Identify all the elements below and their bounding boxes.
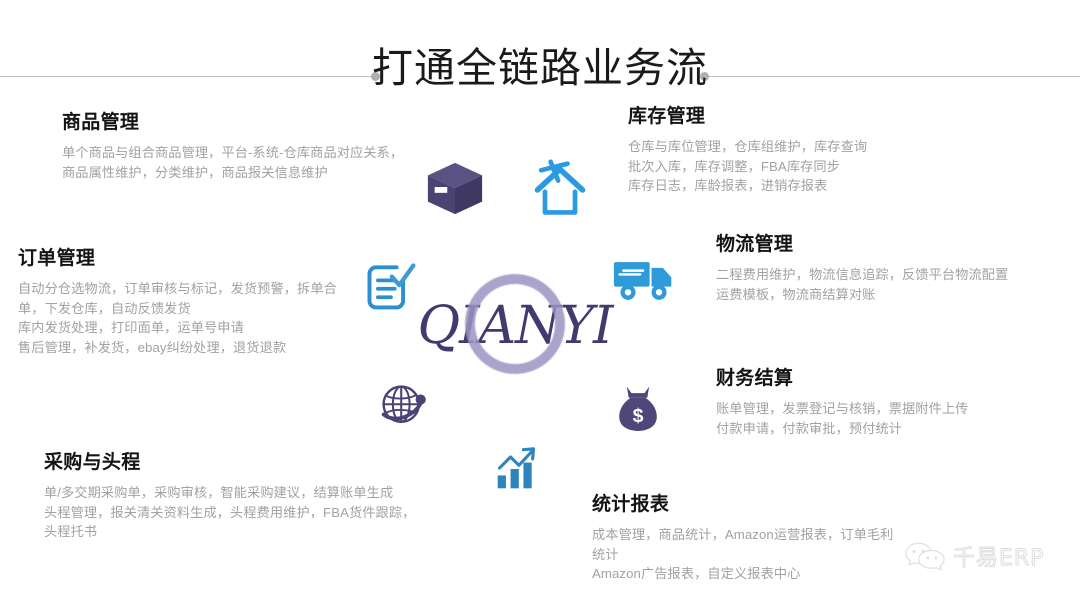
section-logistics-management: 物流管理 二程费用维护，物流信息追踪，反馈平台物流配置 运费模板，物流商结算对账	[716, 234, 1046, 304]
title-dot-right	[700, 72, 709, 81]
box-icon	[424, 157, 486, 224]
globe-icon	[378, 381, 430, 438]
page-title-bar: 打通全链路业务流	[0, 22, 1080, 92]
wechat-icon	[905, 540, 945, 577]
section-order-management: 订单管理 自动分仓选物流，订单审核与标记，发货预警，拆单合 单，下发仓库，自动反…	[18, 248, 363, 357]
warehouse-icon	[530, 158, 590, 225]
section-heading-purchase: 采购与头程	[44, 452, 141, 473]
title-rule-right	[705, 76, 1080, 77]
section-heading-finance: 财务结算	[716, 368, 794, 389]
logo-ring	[465, 274, 565, 374]
section-finance-settlement: 财务结算 账单管理，发票登记与核销，票据附件上传 付款申请，付款审批，预付统计	[716, 368, 1036, 438]
section-desc-inventory: 仓库与库位管理，仓库组维护，库存查询 批次入库，库存调整，FBA库存同步 库存日…	[628, 139, 868, 193]
section-heading-logistics: 物流管理	[716, 234, 794, 255]
svg-text:$: $	[633, 405, 644, 427]
section-desc-finance: 账单管理，发票登记与核销，票据附件上传 付款申请，付款审批，预付统计	[716, 401, 969, 436]
truck-icon	[612, 256, 676, 311]
section-heading-inventory: 库存管理	[628, 106, 706, 127]
section-heading-report: 统计报表	[592, 494, 670, 515]
section-desc-product: 单个商品与组合商品管理，平台-系统-仓库商品对应关系， 商品属性维护，分类维护，…	[62, 145, 404, 180]
money-bag-icon: $	[612, 381, 664, 440]
section-product-management: 商品管理 单个商品与组合商品管理，平台-系统-仓库商品对应关系， 商品属性维护，…	[62, 112, 422, 182]
page-title: 打通全链路业务流	[372, 44, 708, 92]
section-inventory-management: 库存管理 仓库与库位管理，仓库组维护，库存查询 批次入库，库存调整，FBA库存同…	[628, 106, 998, 196]
watermark: 千易ERP	[905, 540, 1044, 577]
title-rule-left	[0, 76, 375, 77]
section-desc-purchase: 单/多交期采购单，采购审核，智能采购建议，结算账单生成 头程管理，报关清关资料生…	[44, 485, 416, 539]
title-dot-left	[371, 72, 380, 81]
document-check-icon	[362, 258, 418, 319]
section-purchase-first-leg: 采购与头程 单/多交期采购单，采购审核，智能采购建议，结算账单生成 头程管理，报…	[44, 452, 419, 542]
section-heading-order: 订单管理	[18, 248, 96, 269]
bar-chart-icon	[494, 446, 540, 497]
section-desc-report: 成本管理，商品统计，Amazon运营报表，订单毛利 统计 Amazon广告报表，…	[592, 527, 894, 581]
section-heading-product: 商品管理	[62, 112, 140, 133]
section-statistics-report: 统计报表 成本管理，商品统计，Amazon运营报表，订单毛利 统计 Amazon…	[592, 494, 952, 584]
center-logo: QIANYI	[400, 272, 630, 397]
section-desc-logistics: 二程费用维护，物流信息追踪，反馈平台物流配置 运费模板，物流商结算对账	[716, 267, 1009, 302]
section-desc-order: 自动分仓选物流，订单审核与标记，发货预警，拆单合 单，下发仓库，自动反馈发货 库…	[18, 281, 337, 355]
watermark-label: 千易ERP	[952, 545, 1045, 571]
